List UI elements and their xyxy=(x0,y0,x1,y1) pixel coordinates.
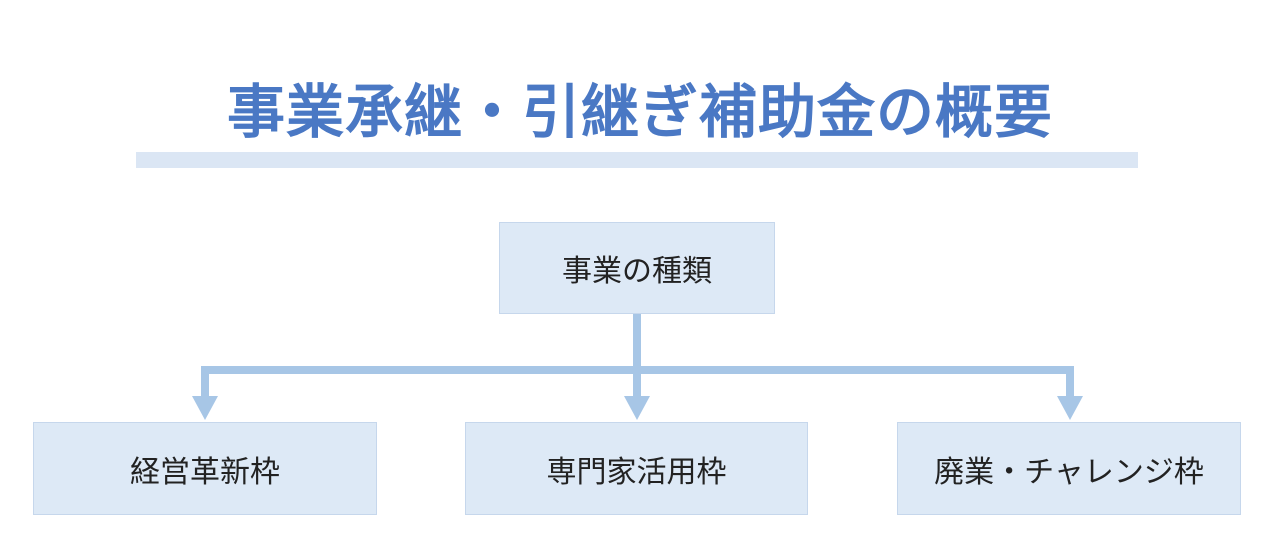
arrowhead-center xyxy=(624,396,650,420)
arrowhead-right xyxy=(1057,396,1083,420)
child-node-label-3: 廃業・チャレンジ枠 xyxy=(934,454,1204,490)
root-node-label: 事業の種類 xyxy=(562,254,712,289)
root-node-box: 事業の種類 xyxy=(499,222,775,314)
child-node-label-2: 専門家活用枠 xyxy=(546,454,727,490)
child-node-box-1: 経営革新枠 xyxy=(33,422,377,515)
page-title: 事業承継・引継ぎ補助金の概要 xyxy=(226,78,1053,146)
title-underline xyxy=(136,152,1138,168)
child-node-box-3: 廃業・チャレンジ枠 xyxy=(897,422,1241,515)
child-node-box-2: 専門家活用枠 xyxy=(465,422,808,515)
arrowhead-left xyxy=(192,396,218,420)
child-node-label-1: 経営革新枠 xyxy=(130,454,280,490)
